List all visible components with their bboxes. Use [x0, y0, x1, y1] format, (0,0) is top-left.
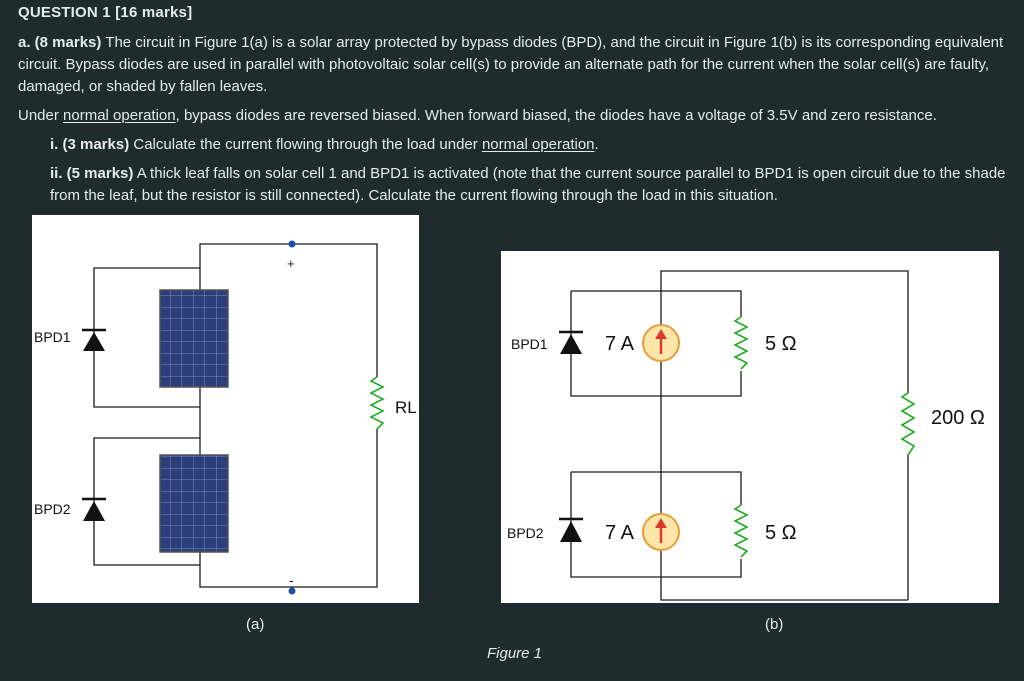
- normal-op-intro: Under: [18, 107, 64, 124]
- normal-op-text: , bypass diodes are reversed biased. Whe…: [175, 107, 937, 124]
- source-1-label: 7 A: [605, 333, 635, 355]
- resistor-1-label: 5 Ω: [765, 333, 797, 355]
- bpd1-label: BPD1: [511, 336, 548, 352]
- load-label: RL: [395, 398, 417, 417]
- part-i-text: Calculate the current flowing through th…: [129, 136, 482, 153]
- figure-1b-equivalent-circuit: BPD1 BPD2 7 A 7 A 5 Ω 5 Ω 200 Ω: [501, 251, 999, 603]
- figure-1b-diagram: BPD1 BPD2 7 A 7 A 5 Ω 5 Ω 200 Ω: [507, 270, 985, 601]
- figure-1a-wires: [93, 243, 378, 588]
- bpd1-label: BPD1: [34, 329, 71, 345]
- plus-label: +: [287, 256, 295, 271]
- figure-1a-solar-array: + - BPD1 BPD2 RL: [32, 215, 419, 603]
- resistor-2-label: 5 Ω: [765, 522, 797, 544]
- part-ii-label: ii. (5 marks): [50, 165, 134, 182]
- part-a-label: a. (8 marks): [18, 34, 102, 51]
- part-a-paragraph: a. (8 marks) The circuit in Figure 1(a) …: [18, 32, 1008, 98]
- normal-operation-paragraph: Under normal operation, bypass diodes ar…: [18, 105, 1008, 127]
- bpd2-diode-icon: [82, 497, 106, 521]
- resistor-1-icon: [733, 316, 749, 371]
- normal-operation-link[interactable]: normal operation: [63, 107, 176, 124]
- source-2-label: 7 A: [605, 522, 635, 544]
- negative-terminal-icon: [288, 587, 296, 595]
- current-source-2-icon: [642, 513, 680, 551]
- bpd1-diode-icon: [82, 328, 106, 351]
- part-a-text: The circuit in Figure 1(a) is a solar ar…: [18, 34, 1004, 95]
- bpd2-diode-icon: [559, 517, 583, 542]
- figure-1a-caption: (a): [246, 616, 265, 633]
- part-i-paragraph: i. (3 marks) Calculate the current flowi…: [50, 134, 1010, 156]
- part-i-end: .: [594, 136, 599, 153]
- part-i-normal-operation-link[interactable]: normal operation: [481, 136, 595, 153]
- resistor-2-icon: [733, 504, 749, 559]
- positive-terminal-icon: [288, 240, 296, 248]
- bpd1-diode-icon: [559, 330, 583, 354]
- solar-panel-2-icon: [159, 454, 229, 553]
- part-ii-paragraph: ii. (5 marks) A thick leaf falls on sola…: [50, 163, 1010, 207]
- figure-caption: Figure 1: [487, 645, 543, 662]
- current-source-1-icon: [642, 324, 680, 362]
- load-label: 200 Ω: [931, 407, 985, 429]
- figure-1a-diagram: + - BPD1 BPD2 RL: [34, 240, 417, 595]
- part-i-label: i. (3 marks): [50, 136, 130, 153]
- bpd2-label: BPD2: [34, 501, 71, 517]
- minus-label: -: [289, 572, 294, 588]
- question-title: QUESTION 1 [16 marks]: [18, 4, 193, 21]
- load-resistor-icon: [369, 376, 385, 430]
- bpd2-label: BPD2: [507, 525, 544, 541]
- solar-panel-1-icon: [159, 289, 229, 388]
- part-ii-text: A thick leaf falls on solar cell 1 and B…: [50, 165, 1006, 204]
- load-resistor-icon: [900, 392, 916, 456]
- figure-1b-caption: (b): [765, 616, 784, 633]
